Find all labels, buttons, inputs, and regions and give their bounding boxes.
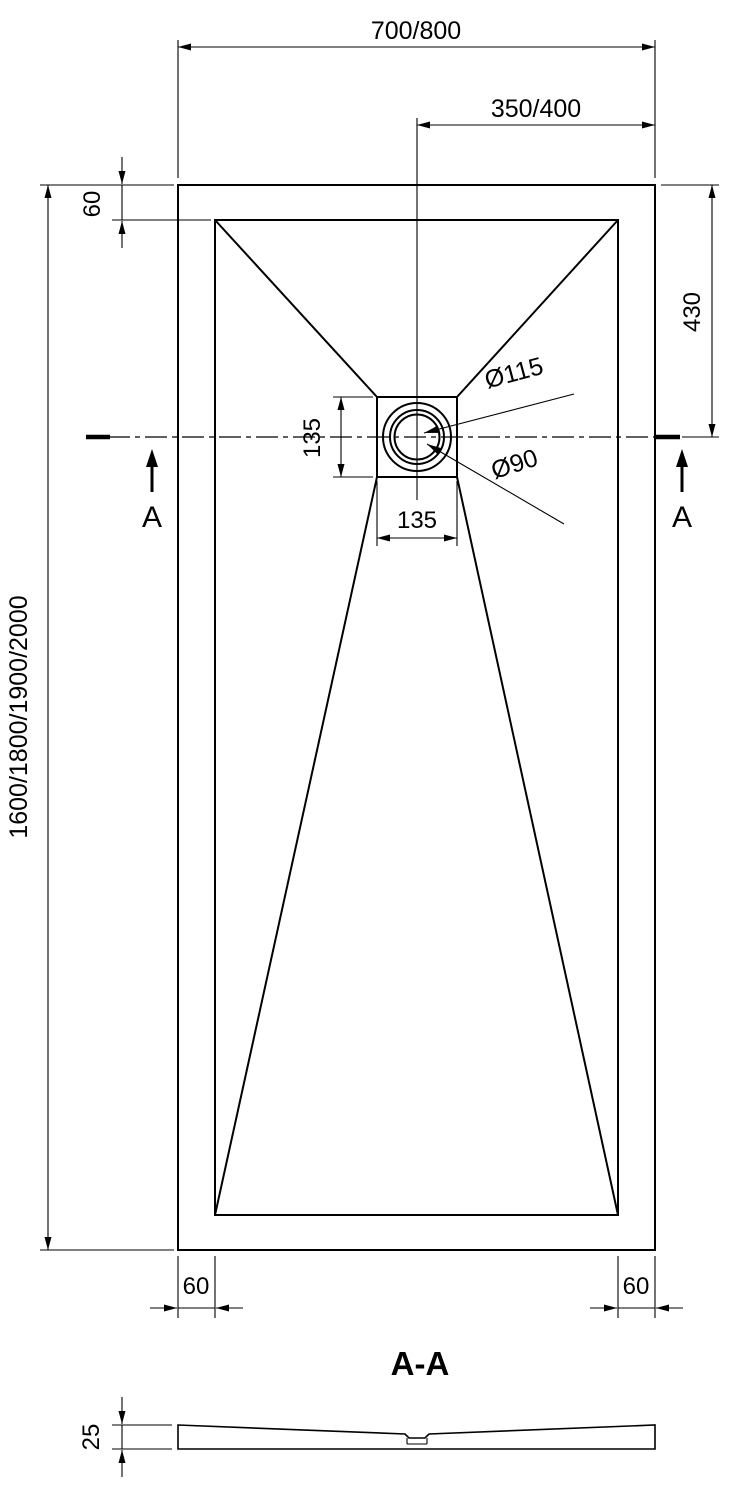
dim-drain-box-width: 135 (376, 481, 458, 546)
plan-view (86, 118, 680, 1251)
dim-wall-bottom-left: 60 (150, 1256, 243, 1318)
section-marks: A A (142, 449, 692, 534)
section-letter-right: A (672, 501, 692, 534)
leader-line (426, 443, 565, 525)
dim-half-width-label: 350/400 (491, 95, 581, 123)
dim-wall-bottom-left-label: 60 (183, 1273, 210, 1300)
dim-length: 1600/1800/1900/2000 (5, 184, 174, 1251)
dim-width: 700/800 (177, 17, 656, 178)
dim-width-label: 700/800 (371, 17, 461, 45)
dim-drain-from-top: 430 (661, 184, 719, 438)
leader-line (423, 393, 575, 434)
dim-wall-bottom-right-label: 60 (623, 1273, 650, 1300)
slope-line-top-left (214, 219, 378, 398)
section-arrow-right-head (676, 449, 688, 467)
section-profile (177, 1424, 656, 1450)
slope-line-bottom-left (214, 476, 378, 1216)
dim-wall-top: 60 (79, 157, 211, 248)
dim-thickness-label: 25 (78, 1424, 105, 1451)
slope-line-bottom-right (456, 476, 619, 1216)
inner-diameter-label: Ø90 (488, 444, 542, 485)
dim-drain-box-height: 135 (299, 396, 373, 478)
section-view (177, 1424, 656, 1450)
section-letter-left: A (142, 501, 162, 534)
dim-drain-box-height-label: 135 (299, 418, 326, 458)
section-arrow-left-head (146, 449, 158, 467)
dim-thickness: 25 (78, 1397, 172, 1477)
dim-wall-top-label: 60 (79, 191, 106, 218)
section-title: A-A (391, 1345, 450, 1382)
dim-half-width: 350/400 (417, 95, 655, 129)
label-inner-diameter: Ø90 (426, 443, 565, 525)
dim-drain-box-width-label: 135 (397, 507, 437, 534)
slope-line-top-right (456, 219, 619, 398)
dim-drain-from-top-label: 430 (679, 292, 706, 332)
dim-length-label: 1600/1800/1900/2000 (5, 595, 33, 838)
dim-wall-bottom-right: 60 (590, 1256, 683, 1318)
